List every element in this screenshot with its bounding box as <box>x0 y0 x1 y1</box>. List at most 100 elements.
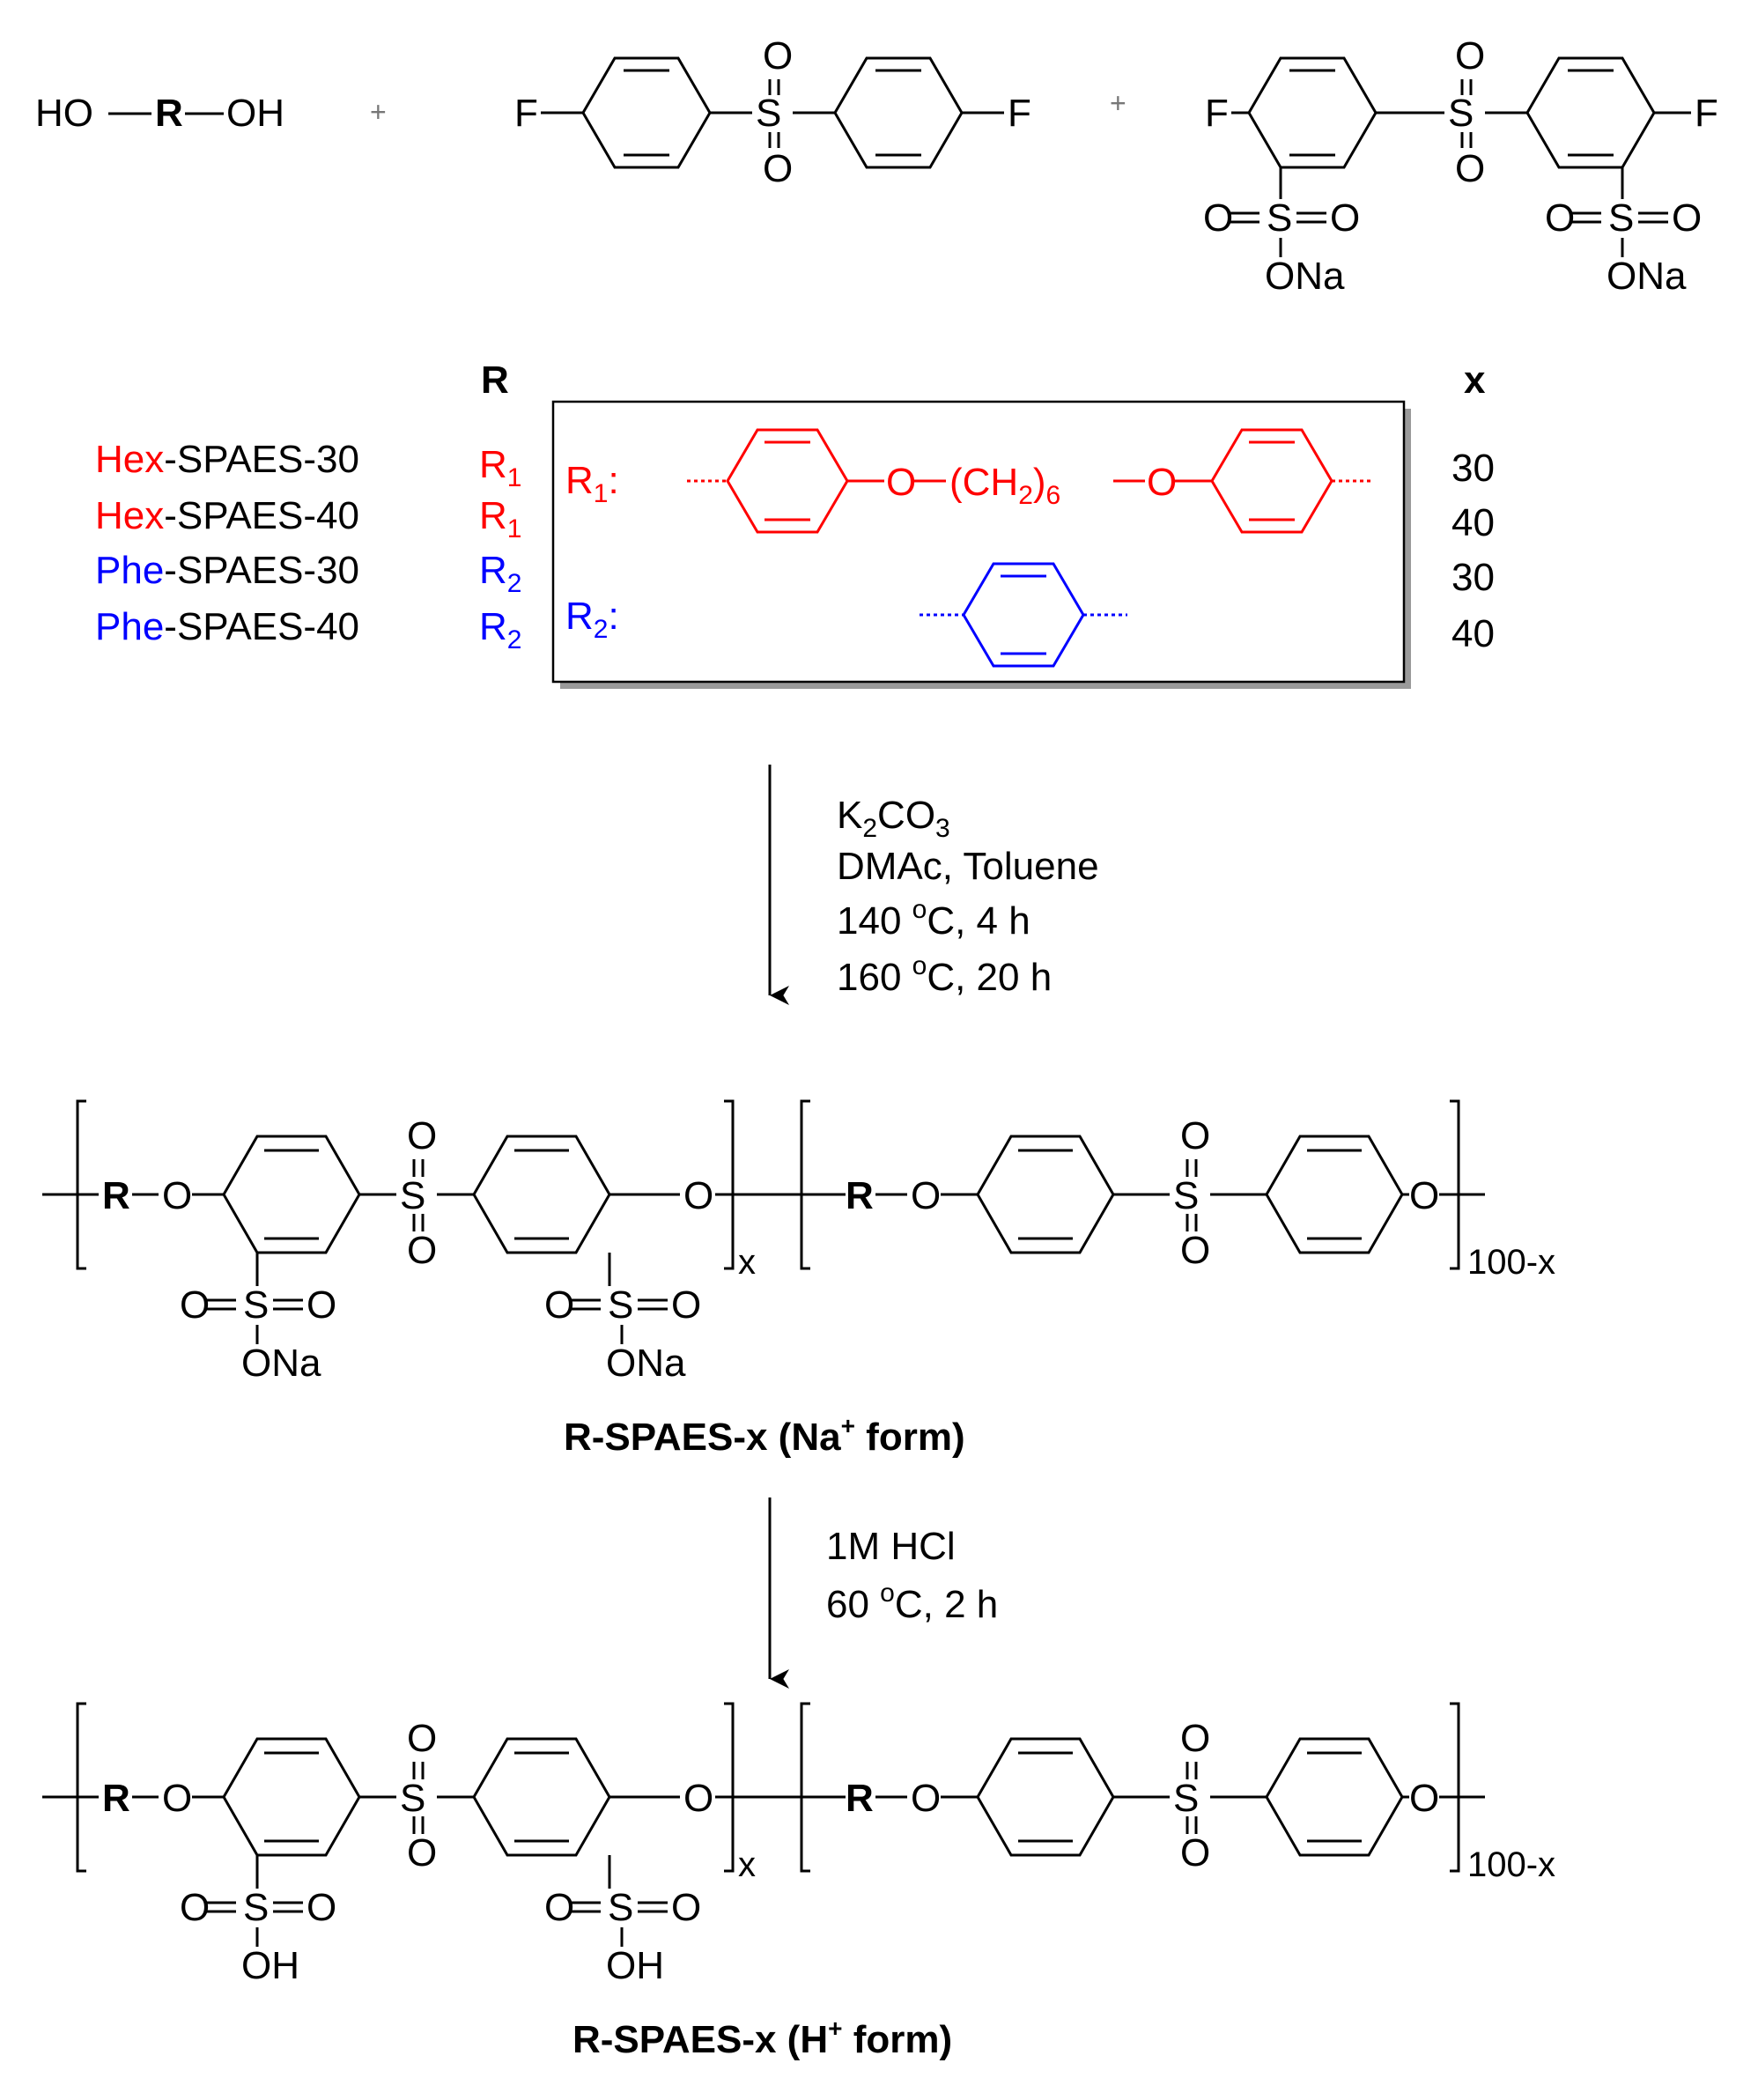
polymer-na-so3-o4: O <box>671 1283 701 1327</box>
polymer-h-o-3: O <box>911 1777 941 1820</box>
polymer-h-sub-100x: 100-x <box>1467 1845 1555 1884</box>
polymer-na-o-2: O <box>683 1174 713 1217</box>
sulfonate-ona-right: ONa <box>1607 255 1687 298</box>
bracket-right-4 <box>1450 1702 1460 1873</box>
polymer-h-r-1: R <box>102 1777 130 1820</box>
step-1: K2CO3 DMAc, Toluene 140 oC, 4 h 160 oC, … <box>768 765 1099 1005</box>
legend-row-4-x: 40 <box>1451 612 1495 655</box>
f-label-4: F <box>1695 92 1718 135</box>
r1-ether-o-2: O <box>1147 461 1177 504</box>
sulfonate-o-right-1: O <box>1545 196 1575 240</box>
bracket-left-1 <box>76 1099 86 1270</box>
legend-box <box>551 400 1406 684</box>
step1-solvent: DMAc, Toluene <box>837 845 1099 888</box>
legend-row-3-name: Phe-SPAES-30 <box>95 549 359 592</box>
bracket-left-3 <box>76 1702 86 1873</box>
plus-sign-2: + <box>1110 87 1126 119</box>
legend-row-1-r: R1 <box>479 443 521 492</box>
legend-row-4-r: R2 <box>479 605 521 654</box>
legend-header-x: x <box>1464 359 1486 402</box>
polymer-h-form: R O S O O O x O S O OH O <box>42 1702 1555 1987</box>
oxo-bottom-2: O <box>1455 147 1485 190</box>
polymer-na-s-1: S <box>400 1174 425 1217</box>
polymer-h-sub-x: x <box>738 1845 756 1884</box>
oxo-bottom: O <box>763 147 793 190</box>
legend-row-1-x: 30 <box>1451 447 1495 490</box>
sulfur-label: S <box>756 92 781 135</box>
polymer-h-so3-oh-1: OH <box>241 1944 299 1987</box>
oxo-top-2: O <box>1455 34 1485 78</box>
r-group-legend: R x Hex-SPAES-30 Hex-SPAES-40 Phe-SPAES-… <box>95 359 1495 689</box>
box-r1-label: R1: <box>565 459 619 508</box>
polymer-na-so3-s2: S <box>608 1283 633 1327</box>
polymer-h-r-2: R <box>846 1777 874 1820</box>
polymer-na-r-2: R <box>846 1174 874 1217</box>
polymer-na-o-3: O <box>911 1174 941 1217</box>
sulfonate-o-left-2: O <box>1330 196 1360 240</box>
step1-temp2: 160 oC, 20 h <box>837 951 1052 999</box>
polymer-h-so3-s2: S <box>608 1886 633 1929</box>
step2-reagent: 1M HCl <box>826 1525 956 1568</box>
sulfonate-s-right: S <box>1608 196 1634 240</box>
polymer-na-so3-ona-1: ONa <box>241 1342 321 1385</box>
step1-temp1: 140 oC, 4 h <box>837 895 1030 943</box>
r1-ether-o-1: O <box>886 461 916 504</box>
f-label-right: F <box>1008 92 1031 135</box>
polymer-na-o-1: O <box>162 1174 192 1217</box>
legend-header-r: R <box>481 359 509 402</box>
polymer-na-so3-s1: S <box>243 1283 269 1327</box>
polymer-na-r-1: R <box>102 1174 130 1217</box>
polymer-h-so3-s1: S <box>243 1886 269 1929</box>
diol-monomer: HO R OH <box>35 92 284 135</box>
bracket-left-4 <box>800 1702 810 1873</box>
diol-r-label: R <box>155 92 183 135</box>
na-form-caption: R-SPAES-x (Na+ form) <box>564 1412 965 1459</box>
sulfonated-difluorodiphenylsulfone-monomer: F S O O F O S O ONa O S O <box>1203 34 1718 298</box>
sulfonate-s-left: S <box>1267 196 1292 240</box>
f-label-left: F <box>514 92 538 135</box>
sulfonate-o-right-2: O <box>1672 196 1702 240</box>
polymer-h-so-bottom: O <box>407 1831 437 1874</box>
oxo-top: O <box>763 34 793 78</box>
h-form-caption: R-SPAES-x (H+ form) <box>572 2015 952 2061</box>
polymer-h-so-top: O <box>407 1717 437 1760</box>
box-r2-label: R2: <box>565 595 619 644</box>
polymer-h-o-4: O <box>1409 1777 1439 1820</box>
r1-hexyl-chain: (CH2)6 <box>949 461 1060 510</box>
polymer-na-so3-o3: O <box>544 1283 574 1327</box>
polymer-na-so3-o2: O <box>307 1283 336 1327</box>
polymer-h-s-2: S <box>1173 1777 1199 1820</box>
polymer-h-so-bottom-2: O <box>1180 1831 1210 1874</box>
legend-row-2-name: Hex-SPAES-40 <box>95 494 359 537</box>
step2-temp: 60 oC, 2 h <box>826 1579 998 1626</box>
polymer-na-sub-100x: 100-x <box>1467 1243 1555 1282</box>
bracket-left-2 <box>800 1099 810 1270</box>
diol-ho-label: HO <box>35 92 93 135</box>
plus-sign-1: + <box>370 96 387 128</box>
polymer-na-so-bottom: O <box>407 1229 437 1272</box>
polymer-h-so3-o3: O <box>544 1886 574 1929</box>
polymer-h-so-top-2: O <box>1180 1717 1210 1760</box>
polymer-na-so-top-2: O <box>1180 1114 1210 1157</box>
legend-row-3-r: R2 <box>479 549 521 598</box>
polymer-h-o-2: O <box>683 1777 713 1820</box>
polymer-h-so3-o1: O <box>180 1886 210 1929</box>
polymer-na-sub-x: x <box>738 1243 756 1282</box>
polymer-na-so3-o1: O <box>180 1283 210 1327</box>
legend-row-3-x: 30 <box>1451 556 1495 599</box>
difluorodiphenylsulfone-monomer: F S O O F <box>514 34 1031 190</box>
sulfonate-o-left-1: O <box>1203 196 1233 240</box>
legend-row-1-name: Hex-SPAES-30 <box>95 438 359 481</box>
legend-row-4-name: Phe-SPAES-40 <box>95 605 359 648</box>
polymer-na-so-bottom-2: O <box>1180 1229 1210 1272</box>
step-2: 1M HCl 60 oC, 2 h <box>768 1497 998 1689</box>
polymer-na-so3-ona-2: ONa <box>606 1342 686 1385</box>
polymer-h-o-1: O <box>162 1777 192 1820</box>
r2-structure <box>920 562 1127 668</box>
f-label-3: F <box>1205 92 1229 135</box>
polymer-h-so3-o4: O <box>671 1886 701 1929</box>
step1-base: K2CO3 <box>837 794 950 843</box>
sulfur-label-2: S <box>1448 92 1474 135</box>
r1-structure <box>687 428 1374 534</box>
